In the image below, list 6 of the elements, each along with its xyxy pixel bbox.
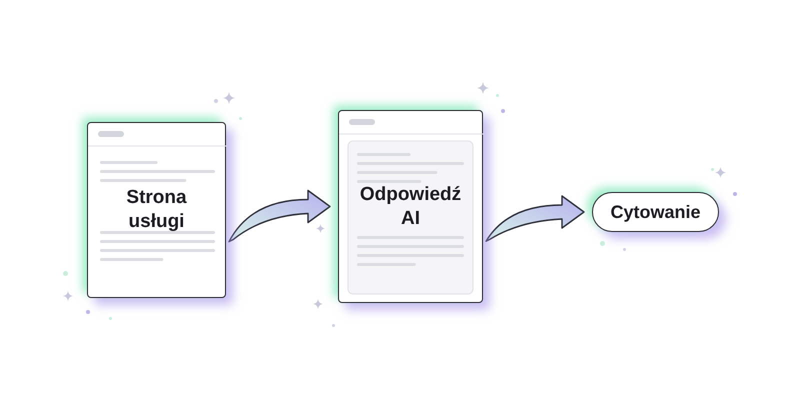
- node-label: Cytowanie: [610, 200, 701, 224]
- curved-arrow: [485, 195, 585, 242]
- result-pill: [592, 192, 719, 232]
- node-label: Odpowiedź AI: [358, 182, 462, 230]
- curved-arrow: [228, 190, 331, 242]
- node-label: Strona usługi: [125, 186, 188, 234]
